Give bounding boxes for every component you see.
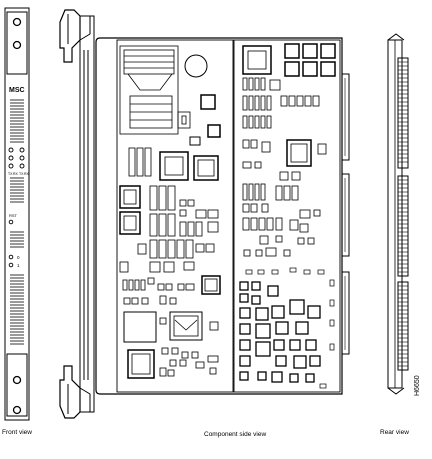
chip-array-right-middle <box>242 139 327 257</box>
led-indicator-icon <box>8 155 14 161</box>
rear-top-tab <box>387 33 405 41</box>
chip-small-icon <box>189 136 201 146</box>
chip-square-icon <box>200 94 216 110</box>
faceplate-vent-lower-b <box>10 274 24 345</box>
rear-connector-top <box>397 57 409 169</box>
chip-array-left-upper <box>128 147 152 177</box>
slot-label-0: 0 <box>17 255 20 260</box>
faceplate-vent-lower-a <box>10 231 24 248</box>
led-label-rx-b: RX <box>24 172 30 176</box>
chip-square-icon <box>209 321 219 331</box>
processor-chip-icon <box>127 349 155 379</box>
component-side-view-panel <box>59 9 350 419</box>
slot-led-icon <box>8 262 14 268</box>
figure-id: H6650 <box>414 375 421 396</box>
memory-chip-icon <box>119 211 141 235</box>
faceplate-top-bracket <box>6 11 28 75</box>
bottom-ejector-lever <box>59 365 81 419</box>
led-indicator-icon <box>19 155 25 161</box>
faceplate-outline <box>4 7 30 421</box>
reset-button-icon <box>8 219 14 225</box>
top-screw-icon <box>12 40 22 50</box>
chip-array-right-upper <box>242 77 320 129</box>
chip-square-icon <box>207 124 221 138</box>
rear-connector-pins <box>398 61 408 367</box>
processor-chip-icon <box>286 139 312 167</box>
front-view-caption: Front view <box>2 429 32 436</box>
faceplate-spine <box>79 15 95 413</box>
rear-view-caption: Rear view <box>380 429 409 436</box>
bottom-screw-icon <box>12 375 22 385</box>
slot-led-icon <box>8 254 14 260</box>
faceplate-bottom-bracket <box>6 353 28 417</box>
front-view-panel: MSC TX RX TX RX RST 0 1 <box>4 7 30 421</box>
processor-chip-icon <box>242 45 272 75</box>
backplane-connector-top <box>341 73 350 161</box>
slot-label-1: 1 <box>17 263 20 268</box>
status-leds <box>8 147 25 169</box>
chip-array-right-top <box>284 43 336 77</box>
backplane-connector-bottom <box>341 271 350 355</box>
controller-chip-icon <box>201 275 221 295</box>
led-indicator-icon <box>19 163 25 169</box>
led-indicator-icon <box>19 147 25 153</box>
bottom-screw-icon <box>12 405 22 415</box>
backplane-connector-middle <box>341 173 350 257</box>
rear-connector-middle <box>397 175 409 277</box>
led-indicator-icon <box>8 147 14 153</box>
chip-array-right-lower <box>239 281 321 383</box>
faceplate-vent-middle <box>10 177 24 203</box>
led-label-tx-b: TX <box>19 172 24 176</box>
processor-chip-icon <box>159 151 189 181</box>
connector-assembly <box>119 45 191 135</box>
large-asic-icon <box>169 311 203 341</box>
memory-chip-icon <box>119 185 141 209</box>
faceplate-label: MSC <box>9 87 25 94</box>
processor-chip-icon <box>193 155 219 181</box>
led-label-rx-a: RX <box>13 172 19 176</box>
pcb-left-section <box>116 39 234 393</box>
chip-array-left-middle <box>119 185 219 305</box>
led-label-tx-a: TX <box>8 172 13 176</box>
component-view-caption: Component side view <box>204 431 267 438</box>
led-indicator-icon <box>8 163 14 169</box>
top-screw-icon <box>12 17 22 27</box>
large-asic-icon <box>123 311 157 343</box>
rear-view-panel <box>387 33 409 395</box>
pcb-right-section <box>233 39 341 393</box>
battery-icon <box>184 54 208 78</box>
top-ejector-lever <box>59 9 81 63</box>
rear-edge-connectors <box>341 73 350 355</box>
chip-array-left-bottom <box>159 347 219 377</box>
faceplate-vent-upper <box>10 99 24 143</box>
passive-components <box>245 267 335 389</box>
reset-label: RST <box>9 213 18 218</box>
chip-square-icon <box>159 317 167 325</box>
rear-bottom-tab <box>387 387 405 395</box>
faceplate-edge <box>59 9 95 419</box>
pcb-outline <box>95 37 343 395</box>
